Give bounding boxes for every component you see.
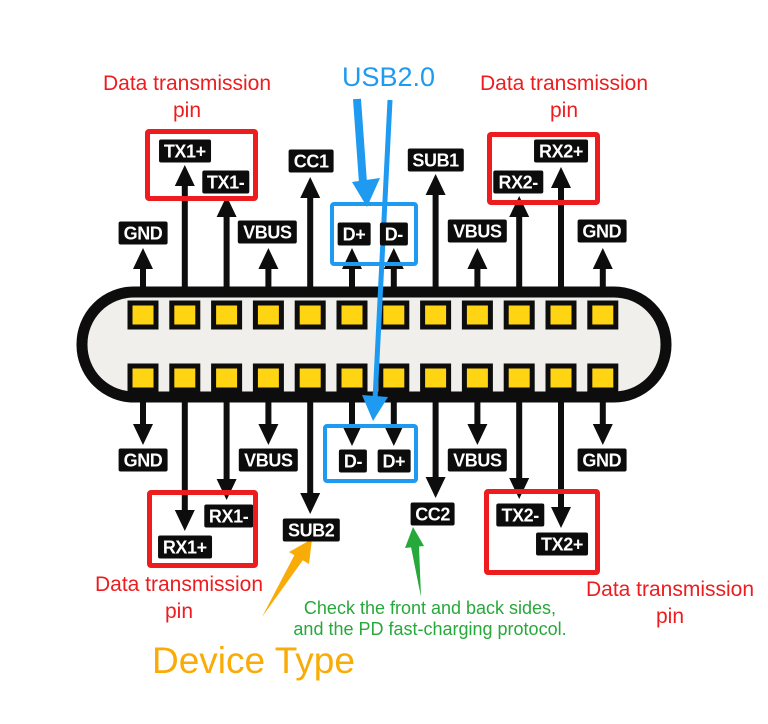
- annotation-line: pin: [655, 605, 685, 628]
- pin-label-top-RX2+: RX2+: [534, 139, 588, 163]
- pin-label-bottom-VBUS: VBUS: [239, 448, 298, 472]
- contact-pad-top-CC1: [294, 300, 326, 330]
- pin-label-top-TX1+: TX1+: [158, 139, 211, 163]
- annotation-line: Data transmission: [102, 72, 272, 95]
- contact-pad-bottom-D+: [378, 363, 410, 393]
- pin-lead-top-TX1-: [216, 196, 237, 298]
- contact-pad-top-VBUS: [461, 300, 493, 330]
- contact-pad-bottom-GND: [587, 363, 619, 393]
- pin-lead-top-SUB1: [425, 174, 446, 298]
- pin-label-bottom-SUB2: SUB2: [282, 518, 340, 542]
- pin-label-top-D+: D+: [337, 222, 371, 246]
- pin-label-top-SUB1: SUB1: [407, 148, 464, 172]
- device-type-arrow: [262, 539, 312, 617]
- pin-label-bottom-TX2+: TX2+: [536, 532, 588, 556]
- pin-lead-top-RX2-: [509, 196, 530, 298]
- pin-label-top-GND: GND: [118, 221, 168, 245]
- contact-pad-bottom-SUB2: [294, 363, 326, 393]
- annotation-data-pin-bottom-right: Data transmission pin: [540, 576, 768, 630]
- annotation-line: Data transmission: [479, 72, 649, 95]
- pin-label-bottom-GND: GND: [577, 448, 627, 472]
- pin-label-top-TX1-: TX1-: [201, 170, 250, 194]
- usb2-arrow-to-bottom-box: [362, 99, 393, 421]
- check-note-line: and the PD fast-charging protocol.: [293, 619, 567, 639]
- contact-pad-top-SUB1: [420, 300, 452, 330]
- annotation-data-pin-top-right: Data transmission pin: [434, 70, 694, 124]
- contact-pad-top-RX2+: [545, 300, 577, 330]
- pin-lead-bottom-RX1+: [174, 392, 195, 531]
- contact-pad-bottom-VBUS: [461, 363, 493, 393]
- contact-pad-bottom-TX2+: [545, 363, 577, 393]
- pin-label-bottom-GND: GND: [118, 448, 168, 472]
- usb2-label: USB2.0: [342, 62, 436, 92]
- pin-label-top-VBUS: VBUS: [448, 219, 507, 243]
- pin-label-top-GND: GND: [577, 219, 627, 243]
- contact-pad-top-TX1-: [211, 300, 243, 330]
- annotation-line: Data transmission: [94, 573, 264, 596]
- contact-pad-top-TX1+: [169, 300, 201, 330]
- pin-label-bottom-RX1-: RX1-: [203, 504, 254, 528]
- contact-pad-top-VBUS: [252, 300, 284, 330]
- pin-label-top-CC1: CC1: [288, 149, 334, 173]
- usb2-arrow-to-top-box: [352, 98, 380, 207]
- pin-lead-bottom-CC2: [425, 392, 446, 498]
- pin-label-bottom-D-: D-: [338, 449, 368, 473]
- pin-label-bottom-VBUS: VBUS: [448, 448, 507, 472]
- contact-pad-bottom-RX1-: [211, 363, 243, 393]
- pin-label-bottom-D+: D+: [377, 449, 411, 473]
- device-type-label: Device Type: [152, 640, 355, 681]
- annotation-data-pin-bottom-left: Data transmission pin: [49, 571, 309, 625]
- pin-label-top-RX2-: RX2-: [493, 170, 543, 194]
- pin-label-top-VBUS: VBUS: [238, 220, 297, 244]
- check-note-arrow: [405, 527, 424, 597]
- contact-pad-top-GND: [127, 300, 159, 330]
- pin-lead-bottom-RX1-: [216, 392, 237, 500]
- pin-lead-bottom-SUB2: [300, 392, 321, 514]
- contact-pad-bottom-TX2-: [503, 363, 535, 393]
- annotation-data-pin-top-left: Data transmission pin: [57, 70, 317, 124]
- pin-label-bottom-RX1+: RX1+: [157, 535, 212, 559]
- pin-lead-bottom-TX2-: [509, 392, 530, 499]
- annotation-line: pin: [549, 99, 579, 122]
- contact-pad-bottom-RX1+: [169, 363, 201, 393]
- contact-pad-top-RX2-: [503, 300, 535, 330]
- highlight-box-rx2: [487, 132, 600, 205]
- check-note-line: Check the front and back sides,: [303, 598, 557, 618]
- contact-pad-bottom-VBUS: [252, 363, 284, 393]
- highlight-box-usb2-top: [330, 202, 418, 266]
- highlight-box-tx1: [145, 129, 258, 201]
- highlight-box-tx2: [484, 489, 600, 575]
- annotation-line: pin: [172, 99, 202, 122]
- contact-pad-bottom-GND: [127, 363, 159, 393]
- contact-pad-top-D+: [336, 300, 368, 330]
- annotation-line: Data transmission: [585, 578, 755, 601]
- pin-label-top-D-: D-: [379, 222, 408, 246]
- check-note: Check the front and back sides, and the …: [275, 598, 585, 640]
- pin-label-bottom-CC2: CC2: [410, 502, 455, 526]
- contact-pad-top-GND: [587, 300, 619, 330]
- highlight-box-rx1: [147, 490, 258, 568]
- pin-lead-top-CC1: [300, 177, 321, 298]
- annotation-line: pin: [164, 600, 194, 623]
- contact-pad-top-D-: [378, 300, 410, 330]
- pin-label-bottom-TX2-: TX2-: [496, 503, 544, 527]
- highlight-box-usb2-bottom: [323, 424, 418, 483]
- contact-pad-bottom-CC2: [420, 363, 452, 393]
- contact-pad-bottom-D-: [336, 363, 368, 393]
